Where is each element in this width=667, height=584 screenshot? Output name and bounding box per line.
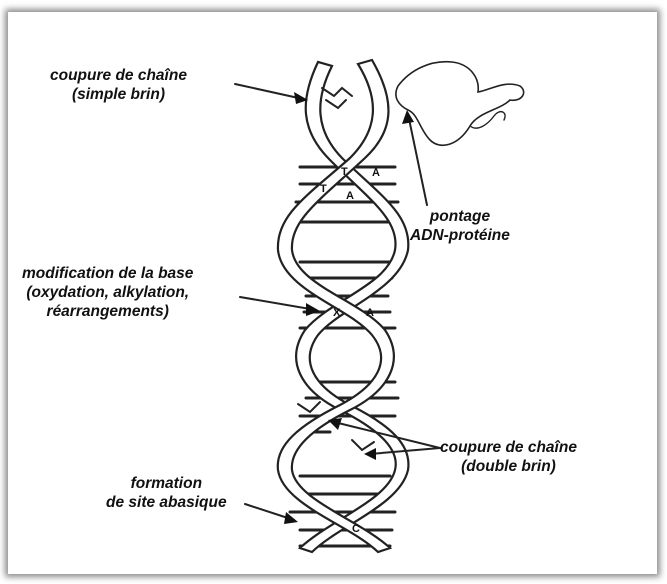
label-protein-crosslink: pontage ADN-protéine	[410, 207, 510, 245]
base-abasic-partner: C	[352, 523, 360, 535]
base-pair2-right: A	[346, 190, 354, 202]
label-double-strand-break: coupure de chaîne (double brin)	[440, 438, 577, 476]
base-modified-right: A	[366, 307, 374, 319]
label-abasic-site: formation de site abasique	[106, 474, 227, 512]
label-single-strand-break: coupure de chaîne (simple brin)	[50, 66, 187, 104]
base-pair1-right: A	[372, 167, 380, 179]
base-pair2-left: T	[320, 183, 327, 195]
base-pair1-left: T	[341, 166, 348, 178]
base-modified-left: X	[333, 307, 341, 319]
label-base-modification: modification de la base (oxydation, alky…	[22, 264, 193, 321]
protein-blob	[396, 62, 524, 146]
single-strand-break-mark	[322, 88, 352, 108]
